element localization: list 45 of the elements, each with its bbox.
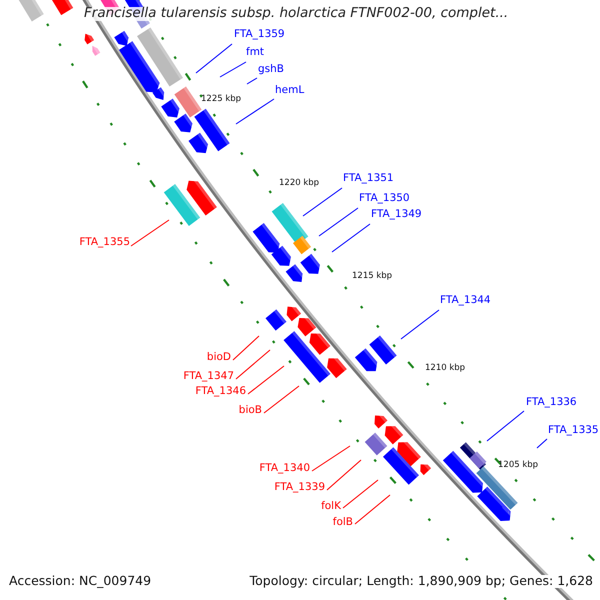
leader-line <box>246 78 258 84</box>
gene-label: gshB <box>258 64 284 74</box>
tick-label: 1220 kbp <box>279 179 320 188</box>
leader-line <box>354 494 390 524</box>
gene-label: folB <box>332 517 353 528</box>
leader-line <box>220 62 246 78</box>
leader-line <box>196 44 232 74</box>
gene-label: hemL <box>275 85 304 96</box>
gene-label: FTA_1339 <box>274 482 325 492</box>
gene-label: FTA_1355 <box>79 237 130 248</box>
leader-line <box>236 98 274 124</box>
tick-label: 1210 kbp <box>425 364 466 372</box>
gene-label: bioB <box>238 405 262 416</box>
gene-label: fmt <box>246 47 264 58</box>
leader-line <box>248 366 284 394</box>
gene-label: FTA_1359 <box>234 29 285 40</box>
leader-line <box>312 446 350 472</box>
gene-label: FTA_1347 <box>183 371 234 382</box>
gene-label: FTA_1349 <box>371 209 422 220</box>
gene-label: FTA_1346 <box>195 386 246 396</box>
gene-label: FTA_1351 <box>343 173 394 184</box>
leader-line <box>232 336 260 360</box>
tick-label: 1205 kbp <box>498 461 538 470</box>
gene-label: FTA_1340 <box>259 463 310 474</box>
leader-line <box>302 188 342 216</box>
leader-line <box>264 386 300 414</box>
gene-label: FTA_1350 <box>359 193 410 204</box>
leader-line <box>342 480 378 508</box>
leader-line <box>236 350 270 380</box>
leader-line <box>318 208 358 236</box>
gene-label: folK <box>321 501 341 512</box>
gene-label: FTA_1336 <box>526 397 577 408</box>
leader-line <box>536 438 548 448</box>
leader-line <box>326 460 362 490</box>
tick-label: 1215 kbp <box>352 272 392 280</box>
leader-line <box>332 224 370 252</box>
accession-text: Accession: NC_009749 <box>9 575 152 588</box>
gene-label: FTA_1335 <box>548 425 599 436</box>
gene-label: FTA_1344 <box>440 295 491 306</box>
topology-text: Topology: circular; Length: 1,890,909 bp; Genes: 1,628 <box>250 575 593 588</box>
gene-label: bioD <box>206 352 231 362</box>
leader-line <box>400 310 440 340</box>
tick-label: 1225 kbp <box>201 95 242 104</box>
leader-line <box>486 410 524 442</box>
leader-line <box>130 220 170 246</box>
